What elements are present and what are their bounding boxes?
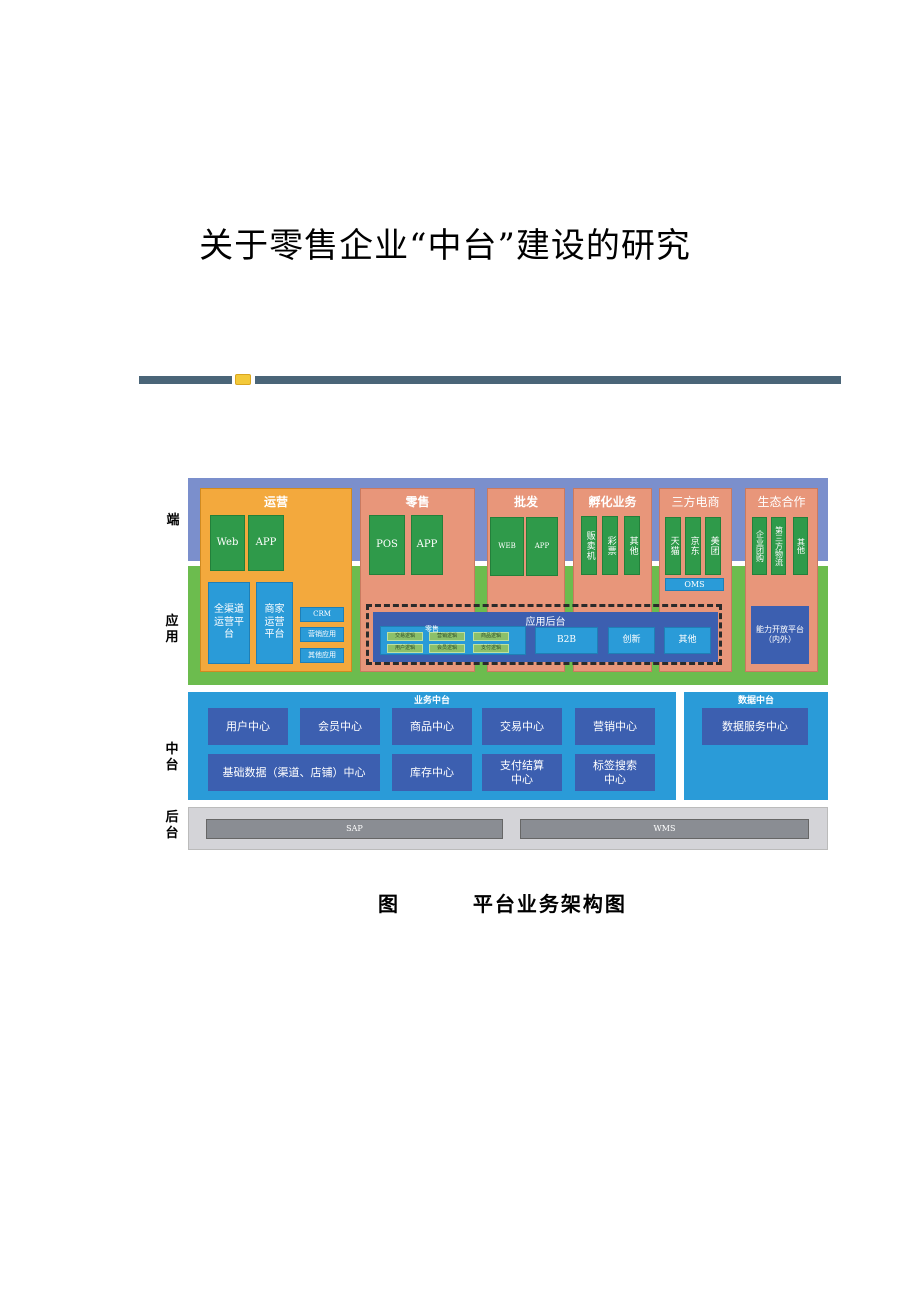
meituan-box: 美团 (705, 517, 721, 575)
user-center-box: 用户中心 (208, 708, 288, 745)
oms-box: OMS (665, 578, 724, 591)
web-box: Web (210, 515, 245, 571)
row-label-zhongtai: 中台 (165, 742, 179, 773)
group-title: 孵化业务 (588, 495, 637, 509)
data-middle-platform: 数据中台 数据服务中心 (684, 692, 828, 800)
tmall-box: 天猫 (665, 517, 681, 575)
divider-bar-left (139, 376, 232, 384)
caption-text: 平台业务架构图 (472, 892, 627, 916)
omnichannel-box: 全渠道运营平台 (208, 582, 250, 664)
group-title: 生态合作 (757, 495, 806, 509)
base-data-center-box: 基础数据（渠道、店铺）中心 (208, 754, 380, 791)
wms-bar: WMS (520, 819, 809, 839)
merchant-box: 商家运营平台 (256, 582, 293, 664)
app-box: APP (248, 515, 284, 571)
data-middle-title: 数据中台 (737, 696, 774, 706)
group-title: 零售 (405, 495, 430, 509)
web-box: WEB (490, 517, 524, 576)
row-label-yingyong: 应用 (165, 614, 179, 645)
data-service-center-box: 数据服务中心 (702, 708, 808, 745)
other-box: 其他 (624, 516, 640, 575)
retail-logic-title: 零售 (425, 625, 439, 633)
logic-box: 交易逻辑 (387, 632, 423, 641)
logic-box: 支付逻辑 (473, 644, 509, 653)
group-title: 批发 (513, 495, 538, 509)
trade-center-box: 交易中心 (482, 708, 562, 745)
caption-label: 图 (378, 892, 398, 916)
app-backend-box: 应用后台 零售 交易逻辑 营销逻辑 商品逻辑 用户逻辑 会员逻辑 支付逻辑 B2… (373, 612, 718, 662)
row-label-houtai: 后台 (165, 810, 179, 841)
logic-box: 营销逻辑 (429, 632, 465, 641)
pos-box: POS (369, 515, 405, 575)
tag-search-center-box: 标签搜索中心 (575, 754, 655, 791)
row-label-duan: 端 (166, 513, 180, 528)
payment-center-box: 支付结算中心 (482, 754, 562, 791)
lottery-box: 彩票 (602, 516, 618, 575)
figure-caption: 图 平台业务架构图 (378, 888, 627, 917)
group-yunying: 运营 Web APP 全渠道运营平台 商家运营平台 CRM 营销应用 其他应用 (200, 488, 352, 672)
logic-box: 会员逻辑 (429, 644, 465, 653)
member-center-box: 会员中心 (300, 708, 380, 745)
b2b-box: B2B (535, 627, 598, 654)
sap-bar: SAP (206, 819, 503, 839)
logic-box: 商品逻辑 (473, 632, 509, 641)
innovation-box: 创新 (608, 627, 655, 654)
marketing-center-box: 营销中心 (575, 708, 655, 745)
app-backend-dashed-frame (366, 604, 722, 665)
product-center-box: 商品中心 (392, 708, 472, 745)
crm-box: CRM (300, 607, 344, 622)
divider-bar-right (255, 376, 841, 384)
group-shengtai: 生态合作 企业团购 第三方物流 其他 能力开放平台（内外） (745, 488, 818, 672)
group-title: 三方电商 (671, 495, 720, 509)
group-title: 运营 (263, 495, 288, 509)
logistics-box: 第三方物流 (771, 517, 786, 575)
jd-box: 京东 (685, 517, 701, 575)
document-title: 关于零售企业“中台”建设的研究 (199, 226, 691, 266)
app-backend-title: 应用后台 (525, 617, 566, 628)
logic-box: 用户逻辑 (387, 644, 423, 653)
other-box: 其他 (793, 517, 808, 575)
inventory-center-box: 库存中心 (392, 754, 472, 791)
app-box: APP (411, 515, 443, 575)
vending-box: 贩卖机 (581, 516, 597, 575)
retail-logic-box: 零售 交易逻辑 营销逻辑 商品逻辑 用户逻辑 会员逻辑 支付逻辑 (380, 625, 526, 655)
other-app-box: 其他应用 (300, 648, 344, 663)
open-platform-box: 能力开放平台（内外） (751, 606, 809, 664)
marketing-app-box: 营销应用 (300, 627, 344, 642)
other-box: 其他 (664, 627, 711, 654)
app-box: APP (526, 517, 558, 576)
business-middle-platform: 业务中台 用户中心 会员中心 商品中心 交易中心 营销中心 基础数据（渠道、店铺… (188, 692, 676, 800)
group-buy-box: 企业团购 (752, 517, 767, 575)
decorative-clip-icon (235, 374, 251, 385)
business-middle-title: 业务中台 (413, 696, 450, 706)
backend-band: SAP WMS (188, 807, 828, 850)
